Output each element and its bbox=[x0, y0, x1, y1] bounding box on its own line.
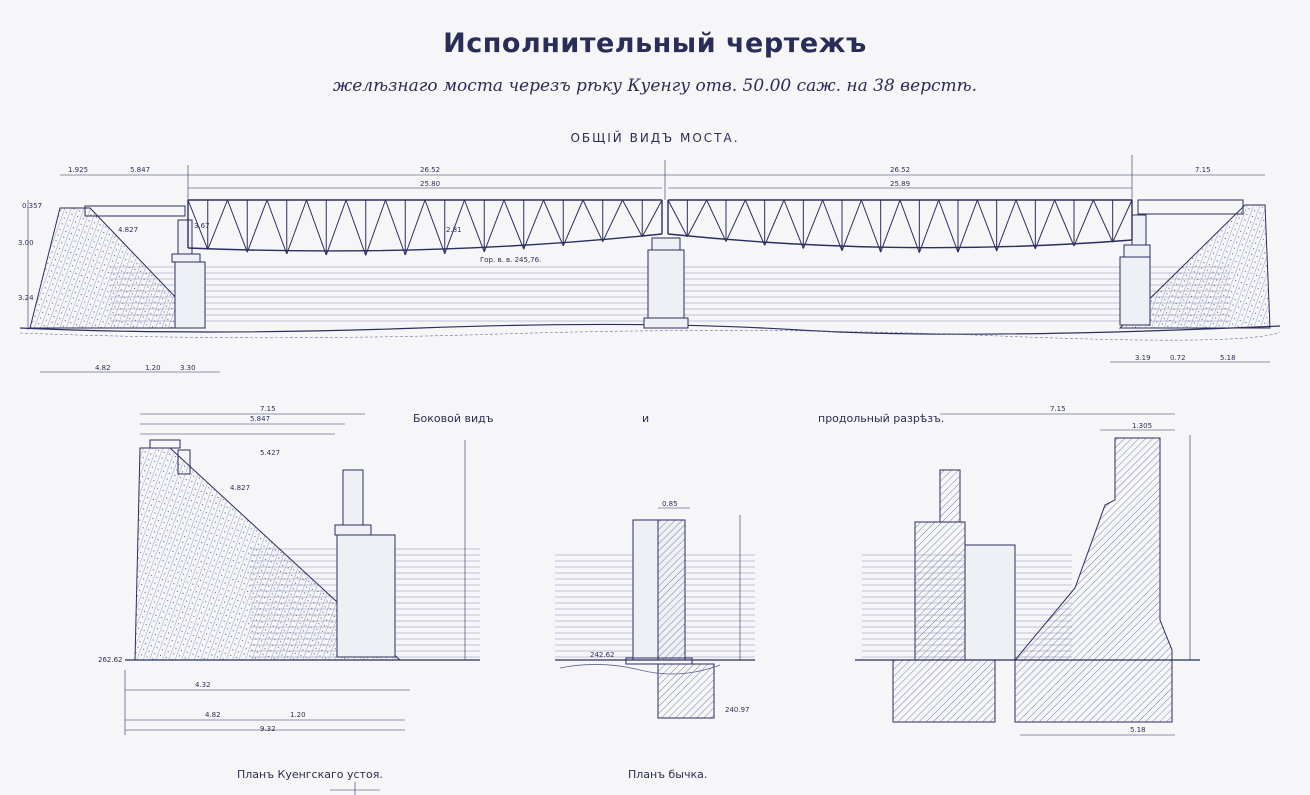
drawing-title: Исполнительный чертежъ bbox=[443, 28, 867, 59]
dim-inner-left: 25.80 bbox=[420, 180, 440, 188]
dim-left-height: 3.24 bbox=[18, 294, 34, 302]
right-abutment-pier bbox=[1119, 214, 1151, 326]
dim-side-a: 5.847 bbox=[250, 415, 270, 423]
dim-side-b: 5.427 bbox=[260, 449, 280, 457]
dim-side-base-2: 4.82 bbox=[205, 711, 221, 719]
dim-truss-depth: 3.67 bbox=[194, 222, 210, 230]
dim-side-base-3: 1.20 bbox=[290, 711, 306, 719]
and-label: и bbox=[642, 412, 650, 425]
dim-truss-mid: 2.81 bbox=[446, 226, 462, 234]
general-view-heading: ОБЩІЙ ВИДЪ МОСТА. bbox=[570, 131, 740, 145]
dim-left-slope: 4.827 bbox=[118, 226, 138, 234]
dim-side-c: 4.827 bbox=[230, 484, 250, 492]
dim-base-3: 3.30 bbox=[180, 364, 196, 372]
dim-left-top: 0.357 bbox=[22, 202, 42, 210]
dim-section-total: 7.15 bbox=[1050, 405, 1066, 413]
dim-inner-right: 25.89 bbox=[890, 180, 910, 188]
dim-right-base-1: 3.19 bbox=[1135, 354, 1151, 362]
dim-side-level: 262.62 bbox=[98, 656, 123, 664]
dim-right-base-3: 5.18 bbox=[1220, 354, 1236, 362]
left-abutment-pier bbox=[171, 219, 206, 329]
abutment-plan-label: Планъ Куенгскаго устоя. bbox=[237, 768, 383, 781]
dim-section-bottom: 5.18 bbox=[1130, 726, 1146, 734]
dim-pier-bottom: 240.97 bbox=[725, 706, 750, 714]
right-truss bbox=[667, 199, 1133, 249]
general-elevation: 26.52 26.52 25.80 25.89 5.847 1.925 7.15… bbox=[18, 155, 1281, 373]
dim-span-right: 26.52 bbox=[890, 166, 910, 174]
longitudinal-section-view: 7.15 1.305 5.18 bbox=[855, 405, 1200, 736]
dim-section-top: 1.305 bbox=[1132, 422, 1152, 430]
dim-side-base-total: 9.32 bbox=[260, 725, 276, 733]
side-view-label: Боковой видъ bbox=[413, 412, 494, 425]
abutment-side-view: 7.15 5.847 5.427 4.827 262.62 4.32 4.82 … bbox=[98, 405, 480, 735]
dim-pier-level: 242.62 bbox=[590, 651, 615, 659]
dim-span-left: 26.52 bbox=[420, 166, 440, 174]
dim-base-2: 1.20 bbox=[145, 364, 161, 372]
plan-stubs bbox=[330, 782, 380, 795]
longitudinal-section-label: продольный разрѣзъ. bbox=[818, 412, 945, 425]
water-level-note: Гор. в. в. 245,76. bbox=[480, 256, 541, 264]
dim-left-upper: 3.00 bbox=[18, 239, 34, 247]
middle-pier bbox=[643, 237, 689, 329]
pier-section-view: 0.85 242.62 240.97 bbox=[555, 500, 755, 719]
dim-left-edge: 1.925 bbox=[68, 166, 88, 174]
dim-side-total: 7.15 bbox=[260, 405, 276, 413]
dim-right-approach: 7.15 bbox=[1195, 166, 1211, 174]
drawing-subtitle: желѣзнаго моста черезъ рѣку Куенгу отв. … bbox=[332, 76, 978, 96]
dim-left-approach: 5.847 bbox=[130, 166, 150, 174]
dim-right-base-2: 0.72 bbox=[1170, 354, 1186, 362]
dim-base-1: 4.82 bbox=[95, 364, 111, 372]
left-truss bbox=[187, 199, 663, 252]
pier-plan-label: Планъ бычка. bbox=[628, 768, 708, 781]
right-embankment bbox=[1118, 204, 1271, 329]
dim-side-base: 4.32 bbox=[195, 681, 211, 689]
dim-pier-width: 0.85 bbox=[662, 500, 678, 508]
